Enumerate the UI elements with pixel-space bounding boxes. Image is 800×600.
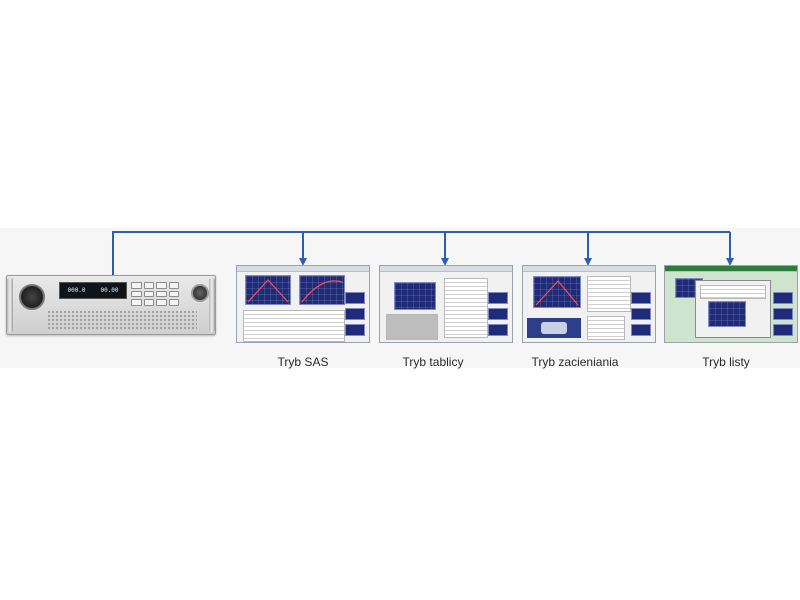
rotary-knob bbox=[191, 284, 209, 302]
sas-power-plot bbox=[299, 275, 345, 305]
shadow-curve-plot bbox=[533, 276, 581, 308]
screenshot-sas-mode bbox=[236, 265, 370, 343]
power-supply-device: 000.0 00.00 bbox=[6, 275, 216, 335]
caption-list: Tryb listy bbox=[702, 355, 750, 369]
shadow-input-table bbox=[587, 316, 625, 340]
power-switch-knob bbox=[19, 284, 45, 310]
screenshot-shadow-mode bbox=[522, 265, 656, 343]
list-edit-dialog bbox=[695, 280, 771, 338]
sas-curve-plot bbox=[245, 275, 291, 305]
shadow-panel-graphic bbox=[527, 318, 581, 338]
device-display: 000.0 00.00 bbox=[59, 282, 127, 299]
screenshot-table-mode bbox=[379, 265, 513, 343]
display-value-right: 00.00 bbox=[100, 287, 119, 294]
vent-grille bbox=[47, 310, 197, 330]
rack-handle-left bbox=[7, 278, 13, 332]
screenshot-list-mode bbox=[664, 265, 798, 343]
caption-table: Tryb tablicy bbox=[402, 355, 464, 369]
keypad bbox=[131, 282, 179, 306]
table-curve-plot bbox=[394, 282, 436, 310]
caption-sas: Tryb SAS bbox=[277, 355, 329, 369]
display-value-left: 000.0 bbox=[67, 287, 86, 294]
shadow-settings-panel bbox=[587, 276, 631, 312]
table-data-grid bbox=[386, 314, 438, 340]
list-curve-plot bbox=[708, 301, 746, 327]
sas-parameter-table bbox=[243, 310, 345, 342]
table-value-list bbox=[444, 278, 488, 338]
rack-handle-right bbox=[209, 278, 215, 332]
trunk-line bbox=[112, 231, 730, 275]
caption-shadow: Tryb zacieniania bbox=[531, 355, 619, 369]
